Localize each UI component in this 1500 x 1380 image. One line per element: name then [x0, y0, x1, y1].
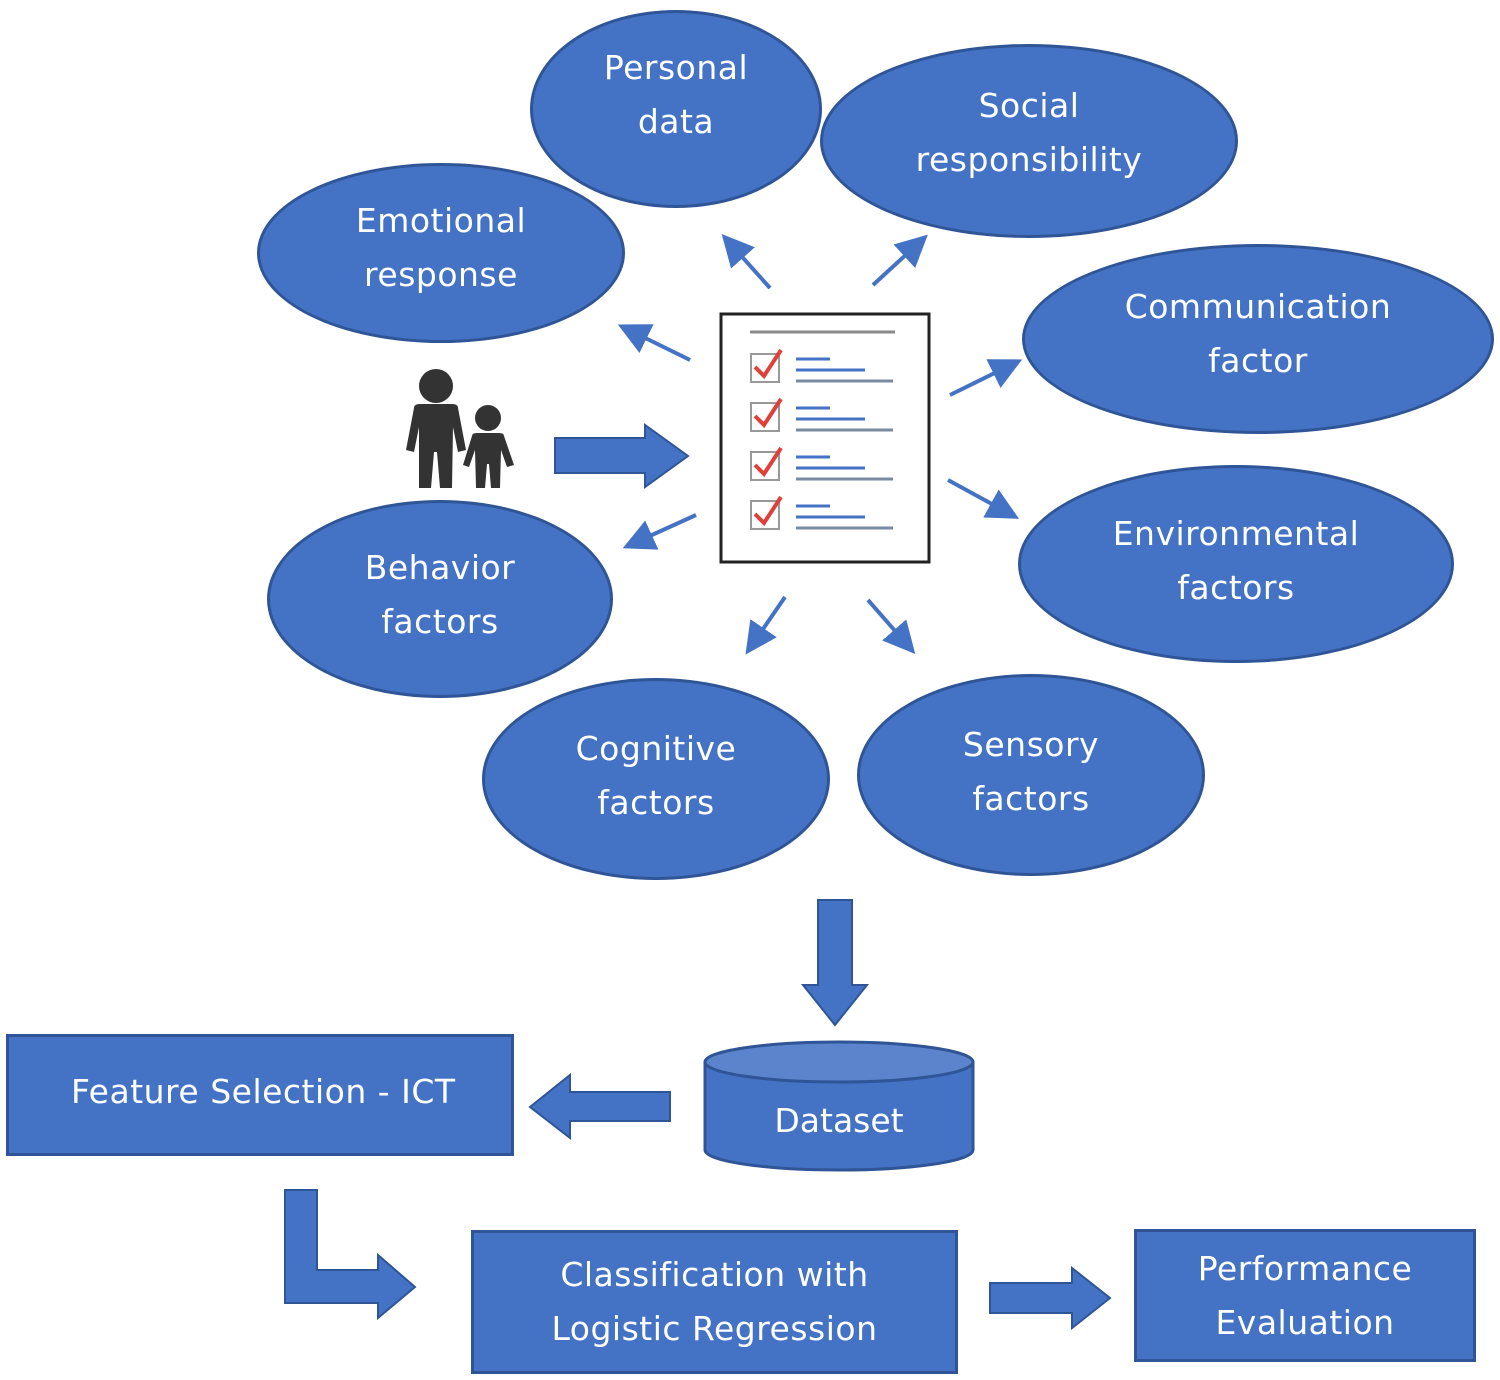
node-label-line: factors [597, 783, 715, 822]
node-label-line: Classification with [560, 1255, 869, 1294]
arrow-to-communication-factor [949, 359, 1023, 397]
node-label-line: Emotional [355, 201, 527, 240]
node-label-line: Communication [1124, 287, 1392, 326]
arrow-feature-to-classification [284, 1189, 417, 1321]
arrow-to-behavior-factors [622, 513, 697, 550]
dataset-cylinder [703, 1040, 975, 1172]
arrow-to-environmental-factors [947, 478, 1020, 519]
arrow-people-to-survey [554, 423, 690, 489]
node-label-line: factors [972, 779, 1090, 818]
node-behavior-factors: Behavior factors [267, 500, 613, 698]
arrow-dataset-to-feature-selection [528, 1072, 671, 1141]
node-label-line: Cognitive [575, 729, 737, 768]
node-label-line: Behavior [364, 548, 516, 587]
node-personal-data: Personal data [530, 10, 822, 208]
arrow-to-emotional-response [617, 324, 691, 362]
node-communication-factor: Communication factor [1022, 244, 1494, 434]
node-label-line: Environmental [1112, 514, 1360, 553]
parent-child-icon [406, 369, 514, 488]
node-label-line: Feature Selection - ICT [71, 1072, 456, 1111]
node-label-line: data [637, 102, 715, 141]
survey-checklist-icon [719, 312, 931, 564]
node-feature-selection: Feature Selection - ICT [6, 1034, 514, 1156]
node-label-line: Sensory [962, 725, 1100, 764]
node-label-line: Personal [603, 48, 749, 87]
node-label-line: factors [1177, 568, 1295, 607]
node-label-line: Evaluation [1215, 1302, 1395, 1342]
node-cognitive-factors: Cognitive factors [482, 678, 830, 880]
node-environmental-factors: Environmental factors [1018, 465, 1454, 663]
node-label-line: Performance [1197, 1248, 1413, 1288]
arrow-to-personal-data [721, 234, 772, 290]
arrow-classification-to-performance [989, 1265, 1112, 1331]
node-label-line: Logistic Regression [551, 1309, 878, 1348]
node-label-line: factors [381, 602, 499, 641]
node-dataset-label: Dataset [774, 1100, 904, 1140]
node-sensory-factors: Sensory factors [857, 674, 1205, 876]
node-emotional-response: Emotional response [257, 163, 625, 343]
node-label-line: responsibility [915, 140, 1143, 179]
node-performance-evaluation: Performance Evaluation [1134, 1229, 1476, 1362]
node-social-responsibility: Social responsibility [820, 44, 1238, 238]
arrow-to-cognitive-factors [745, 595, 787, 655]
arrow-to-sensory-factors [866, 598, 916, 655]
node-classification-logistic-regression: Classification with Logistic Regression [471, 1230, 958, 1374]
node-label-line: Social [978, 86, 1080, 125]
node-label-line: response [364, 255, 518, 294]
node-label-line: factor [1208, 341, 1308, 380]
arrow-down-to-dataset [800, 899, 870, 1027]
arrow-to-social-responsibility [871, 234, 928, 287]
